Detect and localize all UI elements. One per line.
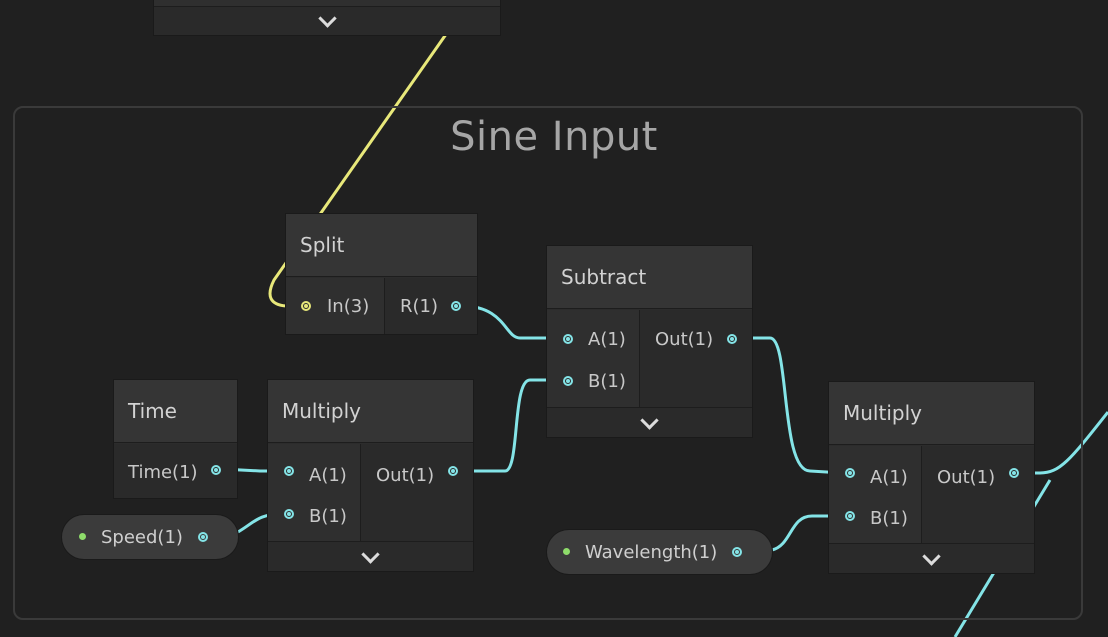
- chevron-down-icon: [640, 411, 659, 430]
- time-node-body: Time(1): [114, 444, 237, 498]
- multiply-left-node-title: Multiply: [282, 399, 361, 423]
- multiply-right-out-label: Out(1): [937, 467, 996, 488]
- time-node-title: Time: [128, 399, 177, 423]
- multiply-right-node-title: Multiply: [843, 401, 922, 425]
- split-output-column: [384, 278, 477, 334]
- multiply-right-collapse-button[interactable]: [829, 543, 1034, 573]
- property-indicator-icon: [79, 533, 86, 540]
- multiply-left-a-label: A(1): [309, 465, 347, 486]
- wavelength-property-label: Wavelength(1): [585, 542, 718, 563]
- time-node[interactable]: Time Time(1): [114, 380, 237, 498]
- edge-wavelength-to-multiply-b[interactable]: [771, 514, 843, 552]
- subtract-collapse-button[interactable]: [547, 407, 752, 437]
- time-out-port-icon[interactable]: [211, 465, 221, 475]
- multiply-left-a-port-icon[interactable]: [284, 466, 294, 476]
- subtract-out-label: Out(1): [655, 329, 714, 350]
- speed-out-port-icon[interactable]: [198, 532, 208, 542]
- multiply-left-node[interactable]: Multiply A(1) B(1) Out(1): [268, 380, 473, 571]
- chevron-down-icon: [361, 545, 380, 564]
- split-in-label: In(3): [327, 296, 370, 317]
- edge-vec3-to-split[interactable]: [268, 0, 472, 308]
- split-r-port-icon[interactable]: [451, 301, 461, 311]
- split-node-body: In(3) R(1): [286, 278, 477, 334]
- multiply-left-output-column: [360, 444, 473, 542]
- split-node-title: Split: [300, 233, 345, 257]
- offscreen-node[interactable]: [154, 0, 500, 35]
- time-out-label: Time(1): [128, 462, 198, 483]
- multiply-right-node-body: A(1) B(1) Out(1): [829, 446, 1034, 544]
- multiply-right-a-port-icon[interactable]: [845, 468, 855, 478]
- multiply-left-out-label: Out(1): [376, 465, 435, 486]
- subtract-a-port-icon[interactable]: [563, 334, 573, 344]
- subtract-b-port-icon[interactable]: [563, 376, 573, 386]
- split-node[interactable]: Split In(3) R(1): [286, 214, 477, 334]
- multiply-right-b-label: B(1): [870, 508, 908, 529]
- multiply-right-b-port-icon[interactable]: [845, 511, 855, 521]
- multiply-left-b-port-icon[interactable]: [284, 509, 294, 519]
- chevron-down-icon[interactable]: [317, 9, 337, 28]
- split-node-header[interactable]: Split: [286, 214, 477, 277]
- speed-property-node[interactable]: Speed(1): [62, 515, 238, 559]
- edge-multiply-out-offscreen[interactable]: [1018, 411, 1108, 475]
- multiply-left-node-body: A(1) B(1) Out(1): [268, 444, 473, 542]
- multiply-right-out-port-icon[interactable]: [1009, 468, 1019, 478]
- time-node-header[interactable]: Time: [114, 380, 237, 443]
- subtract-b-label: B(1): [588, 371, 626, 392]
- property-indicator-icon: [563, 548, 570, 555]
- multiply-left-collapse-button[interactable]: [268, 541, 473, 571]
- multiply-left-b-label: B(1): [309, 506, 347, 527]
- speed-property-label: Speed(1): [101, 527, 183, 548]
- subtract-node[interactable]: Subtract A(1) B(1) Out(1): [547, 246, 752, 437]
- multiply-right-output-column: [921, 446, 1034, 544]
- subtract-node-title: Subtract: [561, 265, 647, 289]
- wavelength-property-node[interactable]: Wavelength(1): [547, 530, 772, 574]
- chevron-down-icon: [922, 547, 941, 566]
- split-r-label: R(1): [400, 296, 439, 317]
- multiply-right-a-label: A(1): [870, 467, 908, 488]
- wavelength-out-port-icon[interactable]: [732, 547, 742, 557]
- edge-subtract-out-to-multiply-a[interactable]: [737, 336, 844, 475]
- subtract-a-label: A(1): [588, 329, 626, 350]
- subtract-node-body: A(1) B(1) Out(1): [547, 310, 752, 408]
- offscreen-node-header: [154, 0, 500, 7]
- offscreen-node-footer[interactable]: [154, 6, 500, 29]
- subtract-out-port-icon[interactable]: [727, 334, 737, 344]
- multiply-left-node-header[interactable]: Multiply: [268, 380, 473, 443]
- group-frame[interactable]: [13, 106, 1083, 620]
- multiply-right-node[interactable]: Multiply A(1) B(1) Out(1): [829, 382, 1034, 573]
- subtract-node-header[interactable]: Subtract: [547, 246, 752, 309]
- multiply-right-node-header[interactable]: Multiply: [829, 382, 1034, 445]
- multiply-left-out-port-icon[interactable]: [448, 466, 458, 476]
- subtract-output-column: [639, 310, 752, 408]
- group-title[interactable]: Sine Input: [450, 114, 658, 160]
- split-in-port-icon[interactable]: [301, 301, 311, 311]
- edge-multiply-out-to-subtract-b[interactable]: [458, 378, 562, 473]
